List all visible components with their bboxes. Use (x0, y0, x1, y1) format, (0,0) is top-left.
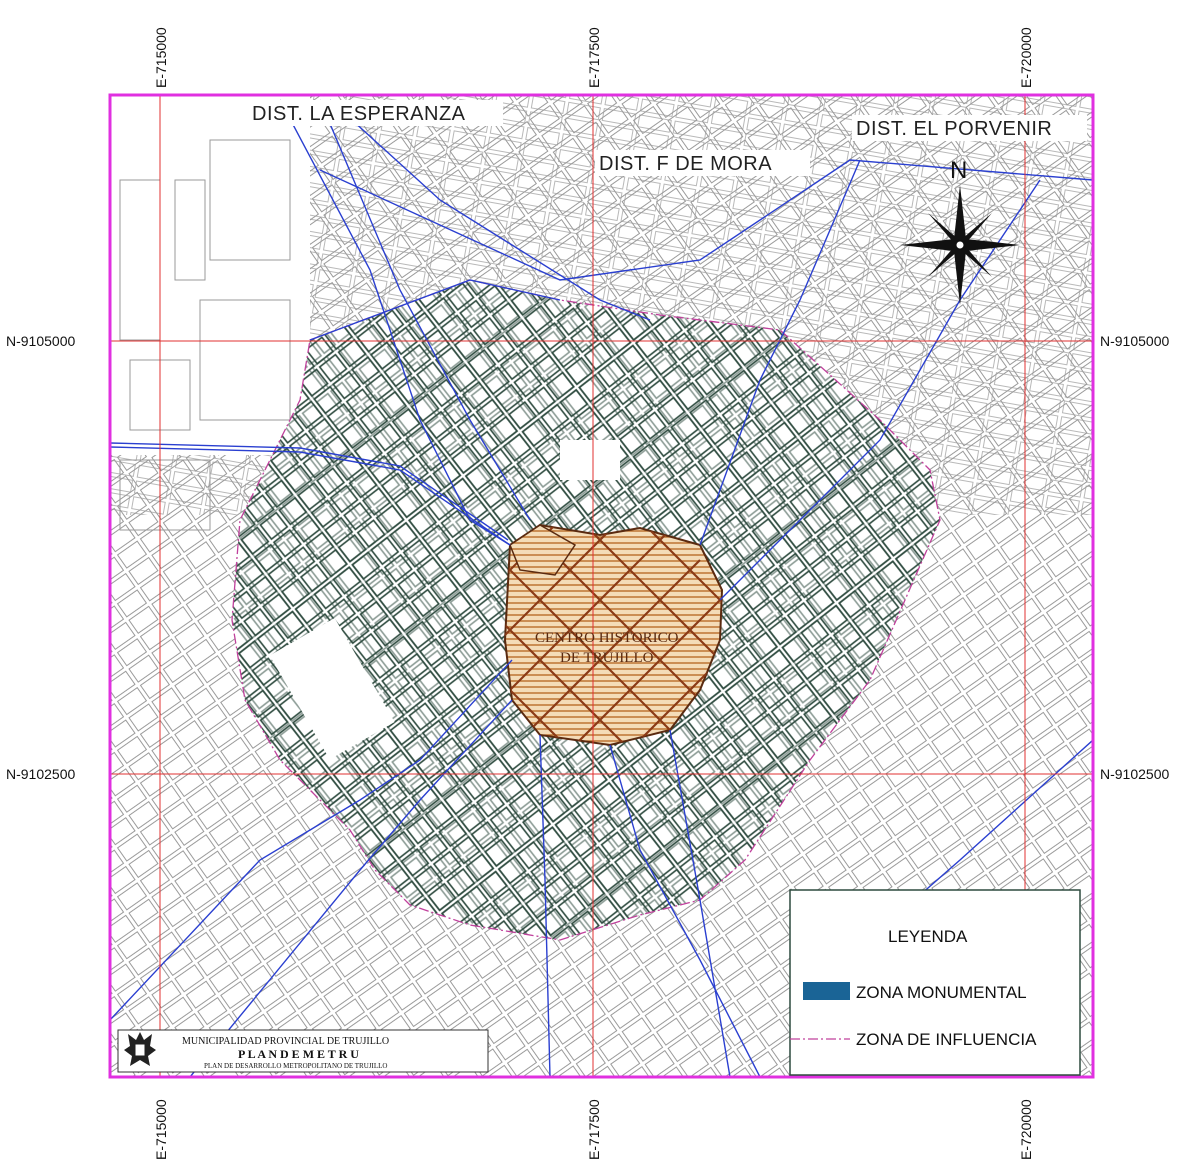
main-roads (110, 99, 1093, 1077)
district-la-esperanza: DIST. LA ESPERANZA (252, 103, 466, 125)
district-f-de-mora: DIST. F DE MORA (599, 153, 772, 175)
legend-label-monumental: ZONA MONUMENTAL (856, 983, 1027, 1002)
legend-swatch-monumental (803, 982, 850, 1000)
center-label-line1: CENTRO HISTORICO (535, 630, 679, 646)
bottom-label-2: E-717500 (586, 1099, 602, 1160)
legend-label-influence: ZONA DE INFLUENCIA (856, 1030, 1037, 1049)
compass-rose-icon (900, 185, 1020, 305)
top-label-1: E-715000 (153, 27, 169, 88)
legend: LEYENDA ZONA MONUMENTAL ZONA DE INFLUENC… (789, 889, 1081, 1076)
grid-labels: E-715000 E-717500 E-720000 E-715000 E-71… (6, 27, 1169, 1160)
left-label-1: N-9105000 (6, 333, 75, 349)
map-frame (108, 93, 1095, 1079)
bottom-label-3: E-720000 (1018, 1099, 1034, 1160)
district-el-porvenir: DIST. EL PORVENIR (856, 118, 1052, 140)
left-label-2: N-9102500 (6, 766, 75, 782)
center-label-line2: DE TRUJILLO (560, 650, 654, 666)
north-label: N (950, 157, 967, 184)
monumental-zone (503, 523, 724, 747)
coat-of-arms-icon (124, 1032, 156, 1066)
top-label-2: E-717500 (586, 27, 602, 88)
right-label-1: N-9105000 (1100, 333, 1169, 349)
bottom-label-1: E-715000 (153, 1099, 169, 1160)
right-label-2: N-9102500 (1100, 766, 1169, 782)
institution-block: MUNICIPALIDAD PROVINCIAL DE TRUJILLO P L… (117, 1029, 489, 1073)
institution-line1: MUNICIPALIDAD PROVINCIAL DE TRUJILLO (182, 1036, 389, 1047)
influence-boundary (231, 279, 941, 941)
legend-title: LEYENDA (888, 927, 968, 946)
institution-line2: P L A N D E M E T R U (238, 1047, 359, 1061)
top-label-3: E-720000 (1018, 27, 1034, 88)
institution-line3: PLAN DE DESARROLLO METROPOLITANO DE TRUJ… (204, 1062, 387, 1070)
